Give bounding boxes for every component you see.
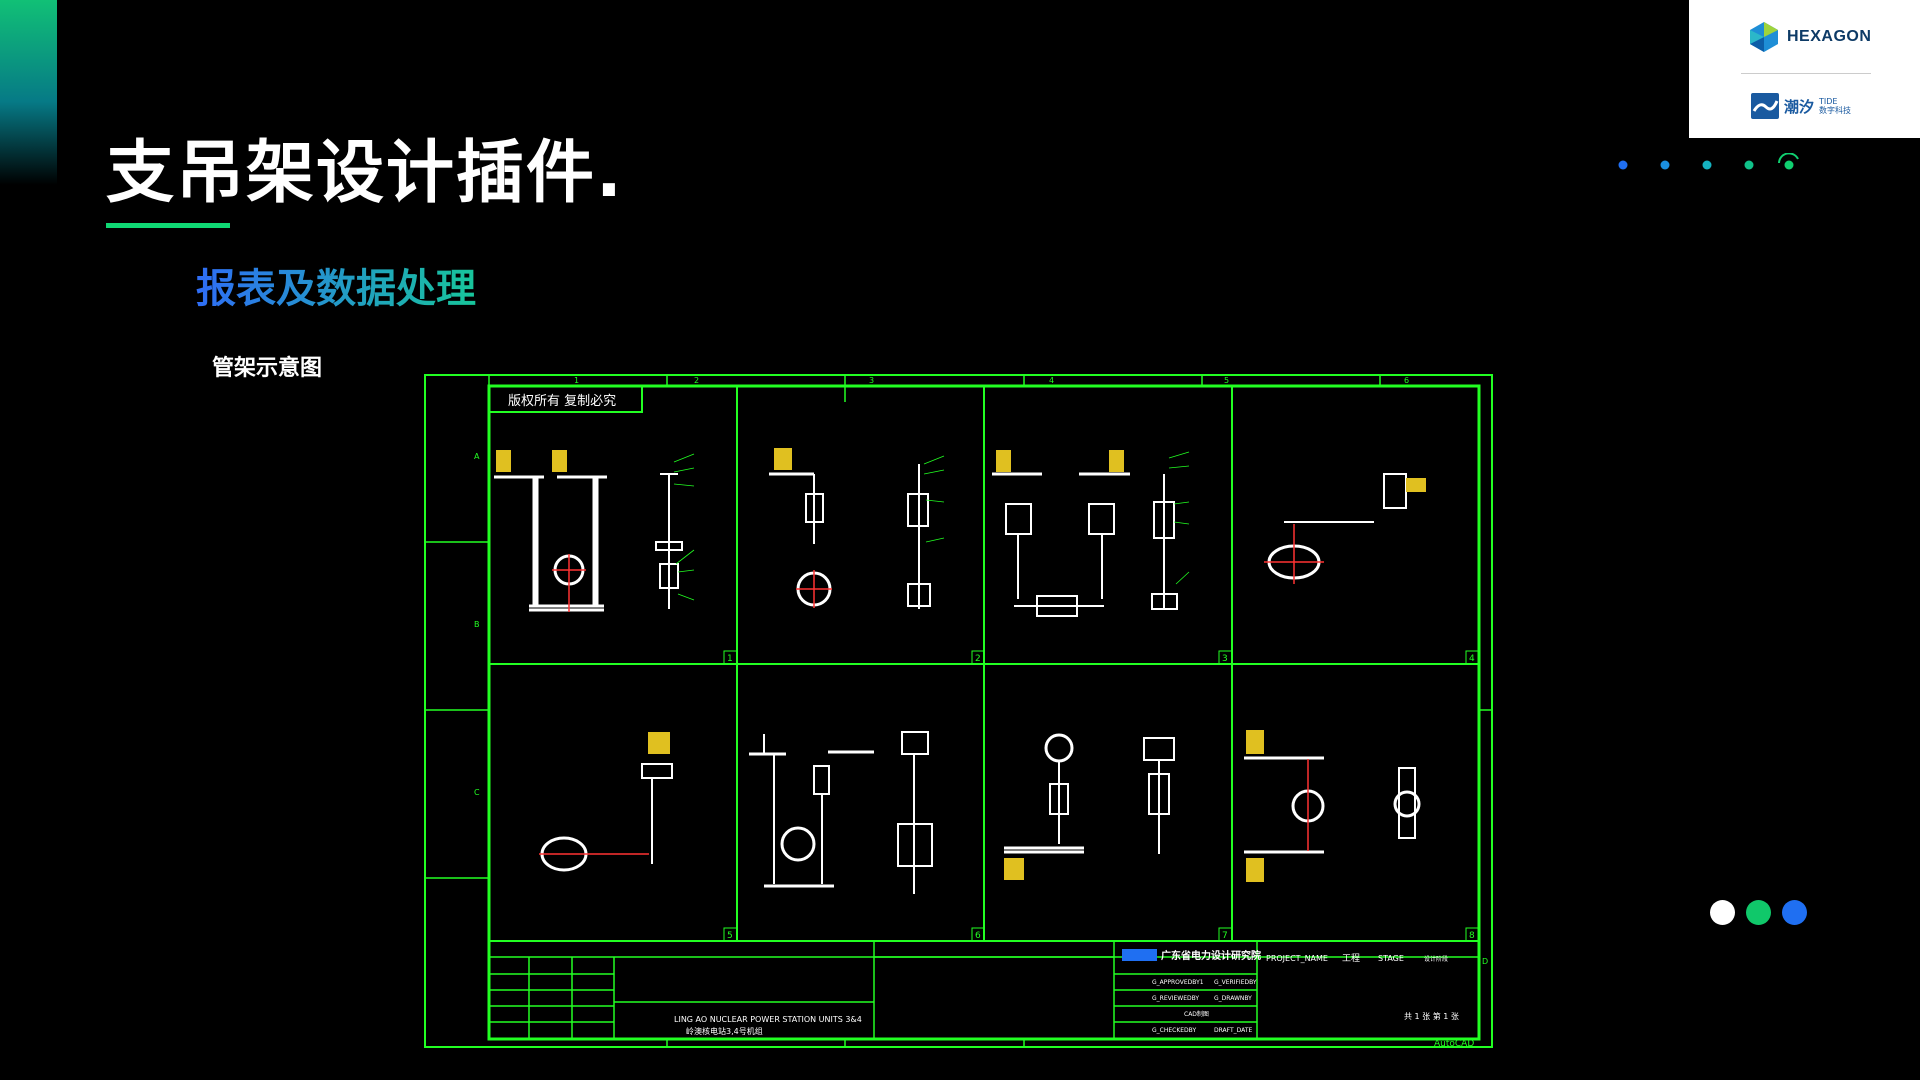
- row-letter: C: [474, 788, 480, 797]
- dot-blue[interactable]: [1782, 900, 1807, 925]
- progress-dot-current: [1784, 160, 1794, 170]
- support-sketch-7: [1004, 733, 1175, 880]
- support-sketch-4: [1264, 473, 1426, 584]
- hexagon-logo: HEXAGON: [1747, 20, 1871, 54]
- row-letter: D: [1482, 957, 1488, 966]
- company-name: 广东省电力设计研究院: [1161, 949, 1261, 962]
- slide-subtitle: 报表及数据处理: [196, 266, 476, 312]
- hexagon-logo-icon: [1750, 22, 1778, 52]
- support-sketch-1: [494, 450, 683, 612]
- col-number: 3: [869, 376, 874, 385]
- accent-bar: [0, 0, 57, 185]
- col-number: 2: [694, 376, 699, 385]
- panel-number: 8: [1469, 931, 1475, 941]
- drawn-by: G_DRAWNBY: [1214, 995, 1252, 1002]
- project-value: 工程: [1342, 953, 1360, 964]
- progress-dots: [1618, 153, 1799, 170]
- dot-green[interactable]: [1746, 900, 1771, 925]
- station-name-cn: 岭澳核电站3,4号机组: [686, 1026, 763, 1036]
- support-sketch-5: [539, 732, 673, 872]
- approved-by: G_APPROVEDBY1: [1152, 979, 1204, 986]
- hexagon-logo-text: HEXAGON: [1787, 28, 1872, 45]
- pagination-dots: [1710, 900, 1807, 925]
- col-number: 1: [574, 376, 579, 385]
- title-underline: [106, 223, 230, 228]
- verified-by: G_VERIFIEDBY: [1214, 979, 1257, 986]
- support-sketch-3: [992, 450, 1178, 617]
- dot-white[interactable]: [1710, 900, 1735, 925]
- checked-by: G_CHECKEDBY: [1152, 1027, 1196, 1034]
- progress-dot: [1618, 160, 1628, 170]
- progress-dot: [1702, 160, 1712, 170]
- col-number: 6: [1404, 376, 1409, 385]
- col-number: 5: [1224, 376, 1229, 385]
- panel-number: 4: [1469, 654, 1475, 664]
- figure-caption: 管架示意图: [212, 356, 323, 381]
- sheet-info: 共 1 张 第 1 张: [1404, 1011, 1459, 1021]
- row-letter: A: [474, 452, 480, 461]
- stage-value: 设计阶段: [1424, 955, 1448, 963]
- panel-number: 3: [1222, 654, 1228, 664]
- support-sketch-8: [1244, 730, 1421, 882]
- autocad-label: AutoCAD: [1434, 1039, 1474, 1048]
- panel-number: 7: [1222, 931, 1228, 941]
- station-name-en: LING AO NUCLEAR POWER STATION UNITS 3&4: [674, 1015, 862, 1024]
- draft-date: DRAFT_DATE: [1214, 1027, 1252, 1034]
- tide-logo-en: TIDE: [1819, 97, 1838, 106]
- panel-number: 2: [975, 654, 981, 664]
- logo-box: HEXAGON 潮汐 TIDE 数字科技: [1689, 0, 1920, 138]
- logo-separator: [1741, 73, 1871, 74]
- panel-number: 5: [727, 931, 733, 941]
- tide-logo-icon: [1751, 93, 1779, 119]
- support-sketch-6: [749, 731, 933, 894]
- progress-dot: [1744, 160, 1754, 170]
- cad-label: CAD制图: [1184, 1010, 1209, 1018]
- col-number: 4: [1049, 376, 1054, 385]
- pipe-support-drawing: 1 2 3 4 5 6 A B C D 版权所有 复制必究 1 2 3 4 5 …: [424, 374, 1493, 1048]
- row-letter: B: [474, 620, 480, 629]
- tide-logo-cn: 潮汐: [1784, 97, 1815, 116]
- project-label: PROJECT_NAME: [1266, 954, 1328, 963]
- copyright-text: 版权所有 复制必究: [508, 393, 616, 409]
- panel-number: 6: [975, 931, 981, 941]
- tide-logo-sub: 数字科技: [1819, 106, 1852, 115]
- slide-title: 支吊架设计插件.: [106, 134, 624, 213]
- stage-label: STAGE: [1378, 954, 1404, 963]
- support-sketch-2: [769, 448, 931, 609]
- reviewed-by: G_REVIEWEDBY: [1152, 995, 1199, 1002]
- progress-dot: [1660, 160, 1670, 170]
- progress-dot-ring: [1778, 153, 1799, 164]
- tide-logo: 潮汐 TIDE 数字科技: [1751, 93, 1851, 119]
- panel-number: 1: [727, 654, 733, 664]
